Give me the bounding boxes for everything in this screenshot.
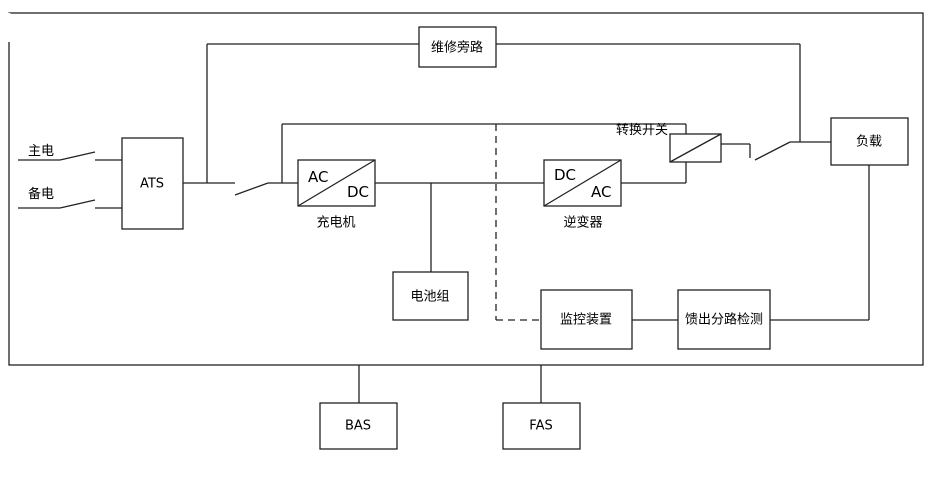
charger-in-label: AC [308,168,328,186]
ats-box [121,137,184,230]
fas-label: FAS [529,419,552,434]
bypass-box [418,26,497,68]
bypass-label: 维修旁路 [431,40,483,56]
main-input-switch [18,151,122,161]
inverter-caption: 逆变器 [563,215,602,231]
monitor-label: 监控装置 [560,313,612,328]
bas-box [319,402,398,450]
source-main-label: 主电 [28,144,54,159]
feeder-detection-box [677,289,771,350]
backup-input-switch [18,199,122,209]
transfer-switch-label: 转换开关 [616,123,668,138]
fas-box [502,402,581,450]
inverter-out-label: AC [591,183,611,201]
bas-label: BAS [345,419,371,434]
ats-output-switch [234,182,269,196]
inverter-in-label: DC [554,166,576,184]
monitor-box [540,289,633,350]
ats-label: ATS [140,177,164,192]
charger-out-label: DC [347,183,369,201]
battery-box [392,271,469,321]
load-switch [754,141,791,161]
load-label: 负载 [856,135,882,150]
system-enclosure [8,12,924,366]
source-backup-label: 备电 [28,186,54,202]
feeder-detection-label: 馈出分路检测 [685,312,763,328]
charger-caption: 充电机 [316,215,355,231]
battery-label: 电池组 [410,290,449,305]
